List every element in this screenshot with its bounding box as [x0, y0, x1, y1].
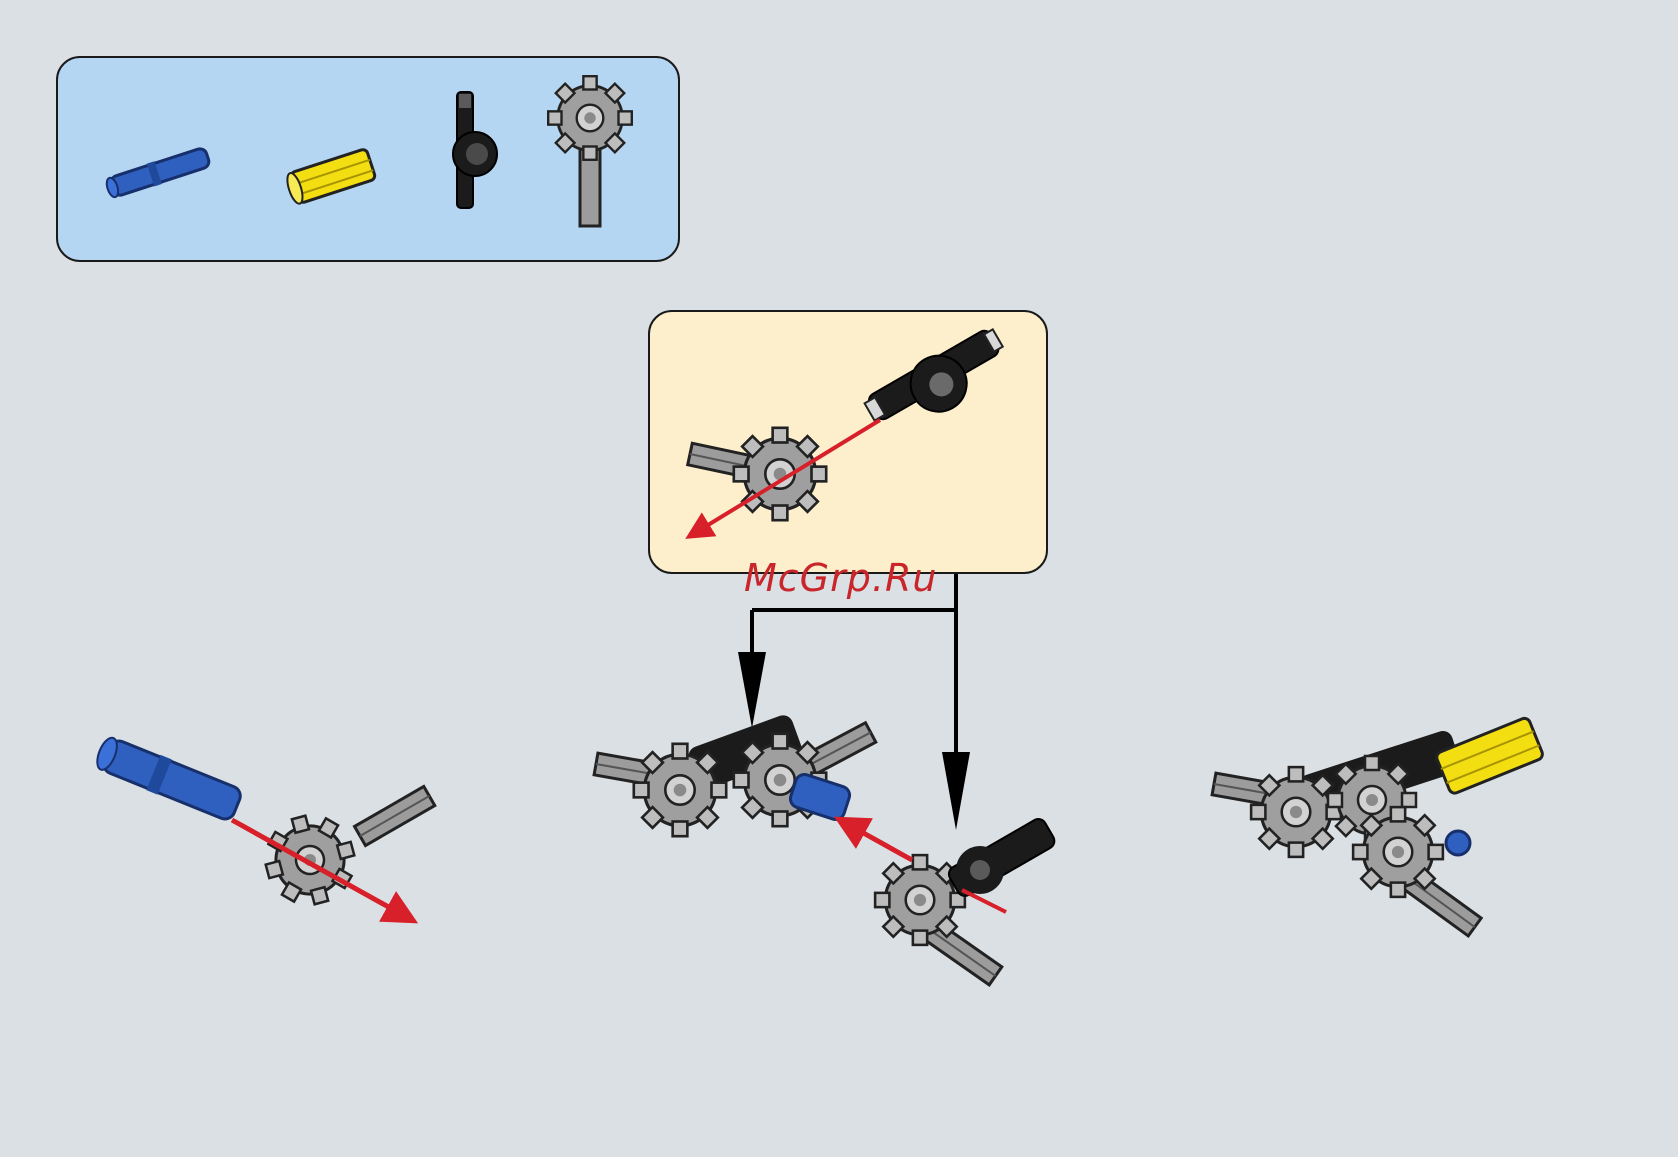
step-insert-pin-into-gear — [93, 733, 435, 920]
blue-pin-end — [1446, 831, 1470, 855]
step-attach-subassembly — [594, 713, 1061, 985]
blue-pin-end — [788, 772, 852, 822]
arrowhead-left — [738, 652, 766, 728]
blue-axle-pin-icon — [104, 145, 211, 200]
arrowhead-right — [942, 752, 970, 830]
yellow-axle-connector — [1435, 717, 1544, 795]
black-cross-block-icon — [453, 92, 497, 208]
step-completed-assembly — [1212, 717, 1544, 936]
watermark-text: McGrp.Ru — [744, 556, 937, 600]
blue-axle-pin — [93, 733, 244, 824]
insert-arrow-2 — [840, 820, 912, 860]
subassembly-cross-block — [861, 322, 1017, 444]
subassembly-gear-group — [688, 428, 826, 520]
yellow-axle-connector-icon — [284, 148, 376, 205]
gray-gear-with-axle-icon — [548, 76, 632, 226]
